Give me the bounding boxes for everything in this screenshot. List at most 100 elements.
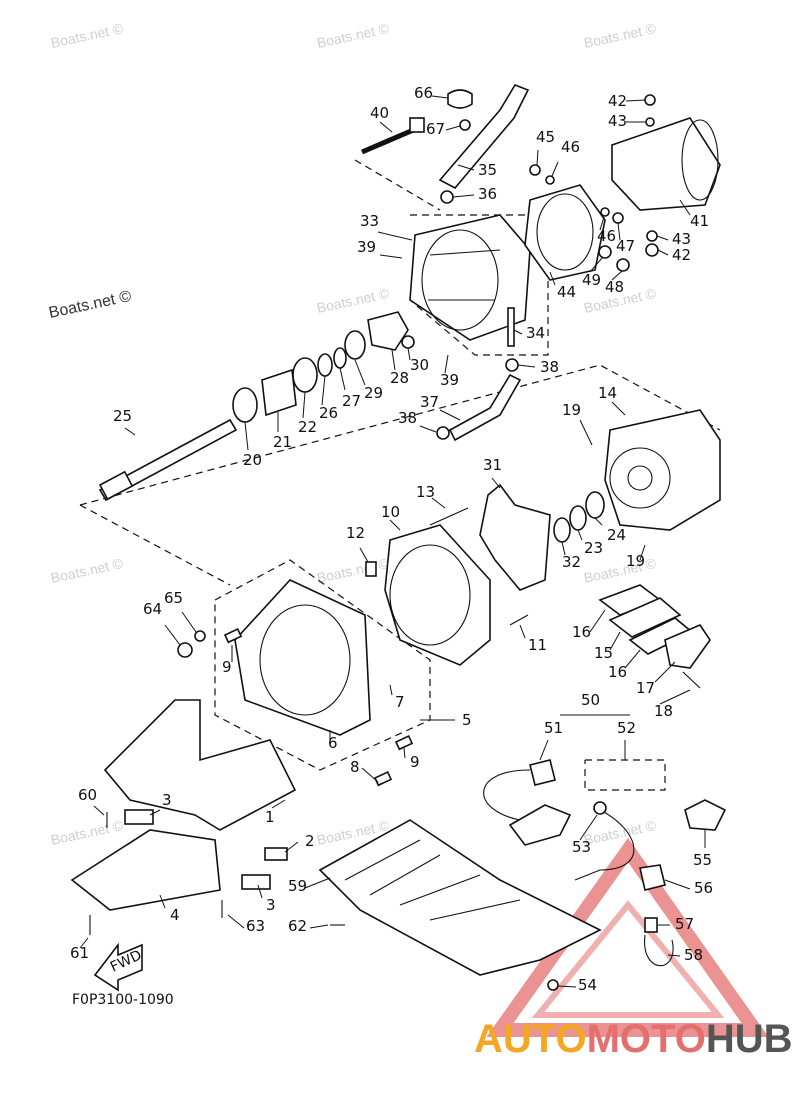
watermark: Boats.net © xyxy=(315,555,391,586)
part-15-plate xyxy=(608,597,682,638)
shaft-group-frame xyxy=(79,364,721,506)
callout-leader xyxy=(624,649,641,669)
callout-number: 48 xyxy=(605,278,624,296)
callout-leader xyxy=(656,235,669,241)
callout-number: 47 xyxy=(616,237,635,255)
part-46-washer-2 xyxy=(600,207,610,217)
callout-number: 37 xyxy=(420,393,439,411)
part-65-washer xyxy=(194,630,206,642)
callout-leader xyxy=(611,401,626,416)
callout-leader xyxy=(181,611,197,633)
callout-number: 54 xyxy=(578,976,597,994)
callout-leader xyxy=(359,547,369,563)
callout-number: 42 xyxy=(608,92,627,110)
part-21-sleeve xyxy=(261,368,297,417)
callout-number: 55 xyxy=(693,851,712,869)
part-35-hose xyxy=(438,84,530,190)
callout-leader xyxy=(599,216,605,231)
callout-leader xyxy=(164,624,181,646)
part-11-bolt xyxy=(509,614,529,626)
part-26-seal xyxy=(317,353,333,377)
callout-number: 4 xyxy=(170,906,180,924)
callout-number: 10 xyxy=(381,503,400,521)
callout-leader xyxy=(659,689,691,705)
part-20-bearing xyxy=(232,387,258,423)
part-14-pump-casing xyxy=(604,409,721,531)
callout-leader xyxy=(79,937,89,949)
callout-leader xyxy=(589,609,606,633)
brand-hub: HUB xyxy=(706,1017,793,1061)
callout-leader xyxy=(639,544,646,561)
part-18-bolt xyxy=(682,671,701,689)
part-13-bolt xyxy=(429,507,469,526)
part-3-pad-2 xyxy=(241,874,271,890)
part-41-nozzle xyxy=(611,117,721,211)
watermark: Boats.net © xyxy=(49,555,125,586)
callout-number: 18 xyxy=(654,702,673,720)
callout-leader xyxy=(654,661,676,683)
callout-leader xyxy=(302,391,306,419)
callout-leader xyxy=(389,684,393,696)
callout-number: 46 xyxy=(597,227,616,245)
callout-number: 38 xyxy=(540,358,559,376)
part-38-clamp xyxy=(505,358,519,372)
callout-leader xyxy=(391,349,396,371)
callout-number: 66 xyxy=(414,84,433,102)
callout-number: 6 xyxy=(328,734,338,752)
callout-number: 53 xyxy=(572,838,591,856)
part-49-nut xyxy=(598,245,612,259)
part-27-seal xyxy=(333,347,347,369)
part-4-bracket xyxy=(70,829,221,911)
part-33-impeller-housing xyxy=(409,214,531,341)
callout-number: 35 xyxy=(478,161,497,179)
watermark: Boats.net © xyxy=(315,20,391,51)
callout-number: 43 xyxy=(608,112,627,130)
callout-leader xyxy=(444,354,449,374)
part-2-pad xyxy=(264,847,288,861)
callout-leader xyxy=(551,161,559,177)
part-67-bolt xyxy=(459,119,471,131)
callout-leader xyxy=(664,879,691,890)
callout-leader xyxy=(271,799,286,809)
callout-number: 8 xyxy=(350,758,360,776)
callout-leader xyxy=(445,125,461,131)
part-31-impeller xyxy=(479,483,551,591)
callout-number: 13 xyxy=(416,483,435,501)
part-17-cover xyxy=(664,624,711,669)
part-28-cover xyxy=(367,311,409,351)
callout-number: 52 xyxy=(617,719,636,737)
callout-number: 9 xyxy=(222,658,232,676)
callout-leader xyxy=(536,149,539,166)
callout-leader xyxy=(419,425,437,433)
callout-number: 63 xyxy=(246,917,265,935)
part-53-wire xyxy=(483,769,635,881)
callout-leader xyxy=(611,270,623,281)
callout-leader xyxy=(361,767,379,783)
callout-number: 27 xyxy=(342,392,361,410)
drawing-code: F0P3100-1090 xyxy=(72,992,174,1008)
part-45-bolt xyxy=(529,164,541,176)
callout-leader xyxy=(257,884,263,899)
callout-number: 16 xyxy=(572,623,591,641)
part-59-ride-plate xyxy=(318,819,602,976)
callout-number: 3 xyxy=(162,791,172,809)
callout-number: 20 xyxy=(243,451,262,469)
callout-layer: 1233456789910111213141516161718191920212… xyxy=(70,84,713,994)
callout-leader xyxy=(431,497,446,509)
callout-number: 56 xyxy=(694,879,713,897)
callout-number: 36 xyxy=(478,185,497,203)
part-24-seal xyxy=(585,491,605,519)
callout-number: 50 xyxy=(581,691,600,709)
part-46-washer xyxy=(545,175,555,185)
callout-leader xyxy=(579,814,598,841)
part-37-hose xyxy=(448,373,522,442)
callout-leader xyxy=(431,95,449,99)
part-9-pin-2 xyxy=(394,735,414,751)
watermark: Boats.net © xyxy=(582,817,658,848)
part-56-cap xyxy=(639,864,666,891)
part-58-strap xyxy=(644,934,674,967)
callout-number: 39 xyxy=(440,371,459,389)
part-23-seal xyxy=(569,505,587,531)
callout-number: 45 xyxy=(536,128,555,146)
callout-leader xyxy=(625,99,646,102)
